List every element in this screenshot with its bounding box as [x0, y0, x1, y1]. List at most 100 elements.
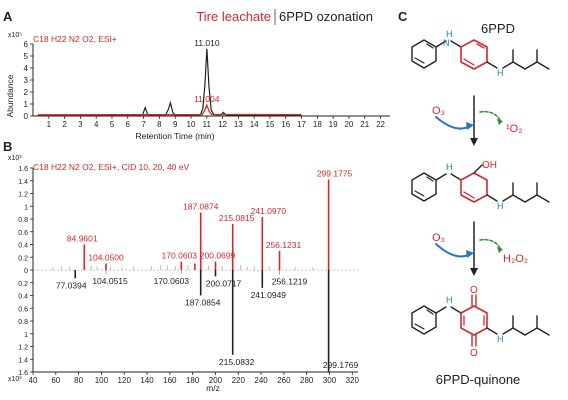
ms-spectrum-chart: x10³ x10³ C18 H22 N2 O2, ESI+, CID 10, 2…	[8, 155, 360, 393]
chromatogram-x-tick-label: 21	[360, 120, 369, 129]
chromatogram-y-tick-label: 1	[24, 100, 29, 109]
spectrum-top-peak-label: 187.0874	[183, 202, 219, 212]
structure-6ppd: H N H	[411, 29, 550, 78]
chromatogram-y-tick-label: 3	[24, 76, 29, 85]
spectrum-y-tick-label: 0.6	[18, 230, 28, 237]
spectrum-y-tick-label: 1.6	[18, 370, 28, 377]
spectrum-x-tick-label: 100	[95, 376, 109, 385]
spectrum-bottom-peak-label: 77.0394	[56, 280, 87, 290]
chromatogram-ylabel: Abundance	[5, 74, 15, 117]
chromatogram-x-tick-label: 18	[313, 120, 322, 129]
spectrum-x-tick-label: 200	[209, 376, 223, 385]
chromatogram-series-line	[37, 103, 302, 116]
spectrum-x-tick-label: 320	[346, 376, 360, 385]
chromatogram-x-tick-label: 9	[173, 120, 178, 129]
atom-o-top: O	[470, 285, 478, 296]
spectrum-y-tick-label: 1.6	[18, 166, 28, 173]
step1-product: ¹O₂	[506, 123, 523, 135]
spectrum-y-tick-label: 1.4	[18, 357, 28, 364]
spectrum-bottom-peak-label: 241.0949	[251, 290, 287, 300]
scheme-label-6ppd: 6PPD	[481, 21, 515, 36]
spectrum-title: C18 H22 N2 O2, ESI+, CID 10, 20, 40 eV	[33, 162, 189, 172]
spectrum-top-peak-label: 84.9601	[67, 234, 98, 244]
figure-title-right: 6PPD ozonation	[279, 9, 373, 24]
chromatogram-x-tick-label: 2	[62, 120, 67, 129]
spectrum-y-tick-label: 0.2	[18, 255, 28, 262]
atom-oh: OH	[482, 160, 497, 171]
chromatogram-title: C18 H22 N2 O2, ESI+	[33, 34, 117, 44]
spectrum-y-tick-label: 0	[24, 268, 28, 275]
panel-letter-c: C	[398, 9, 408, 24]
spectrum-x-tick-label: 240	[254, 376, 268, 385]
spectrum-x-tick-label: 160	[163, 376, 177, 385]
atom-o-bottom: O	[470, 348, 478, 359]
spectrum-bottom-peak-label: 256.1219	[272, 276, 308, 286]
figure-title-left: Tire leachate	[196, 9, 271, 24]
atom-nh-4: H	[497, 201, 504, 211]
chromatogram-x-tick-label: 8	[157, 120, 162, 129]
spectrum-y-tick-label: 1.2	[18, 192, 28, 199]
spectrum-bottom-peak-label: 299.1769	[323, 360, 359, 370]
scheme-label-6ppd-quinone: 6PPD-quinone	[436, 372, 521, 387]
chromatogram-y-tick-label: 5	[24, 52, 29, 61]
chromatogram-x-tick-label: 6	[126, 120, 131, 129]
chromatogram-y-tick-label: 4	[24, 64, 29, 73]
spectrum-y-tick-label: 0.4	[18, 243, 28, 250]
atom-nh-6: H	[497, 334, 504, 344]
spectrum-y-tick-label: 0.8	[18, 319, 28, 326]
chromatogram-peak-label: 11.004	[194, 94, 220, 104]
reaction-arrow-1: O₃ ¹O₂	[432, 95, 523, 146]
spectrum-x-tick-label: 40	[29, 376, 38, 385]
spectrum-x-tick-label: 120	[118, 376, 132, 385]
chromatogram-x-tick-label: 22	[376, 120, 385, 129]
spectrum-bottom-peak-label: 215.0832	[219, 357, 255, 367]
spectrum-top-peak-label: 200.0699	[200, 251, 236, 261]
chromatogram-x-tick-label: 17	[297, 120, 306, 129]
spectrum-y-tick-label: 0.8	[18, 217, 28, 224]
spectrum-bottom-peak-label: 200.0717	[206, 278, 242, 288]
chromatogram-peak-label: 11.010	[194, 38, 220, 48]
spectrum-top-peak-label: 241.0970	[251, 206, 287, 216]
spectrum-x-tick-label: 140	[140, 376, 154, 385]
chromatogram-x-tick-label: 10	[187, 120, 196, 129]
panel-letter-b: B	[3, 139, 12, 154]
spectrum-y-tick-label: 1	[24, 204, 28, 211]
structure-6ppd-quinone: H O O H	[411, 285, 550, 359]
chromatogram-chart: x10⁵ C18 H22 N2 O2, ESI+ Abundance Reten…	[5, 32, 390, 141]
spectrum-y-tick-label: 0.2	[18, 281, 28, 288]
atom-nh-2: H	[497, 68, 504, 78]
step2-product: H₂O₂	[503, 253, 528, 265]
spectrum-x-tick-label: 60	[51, 376, 60, 385]
chromatogram-x-tick-label: 11	[203, 120, 212, 129]
spectrum-x-tick-label: 260	[277, 376, 291, 385]
panel-letter-a: A	[3, 9, 13, 24]
chromatogram-x-tick-label: 1	[47, 120, 52, 129]
spectrum-top-peak-label: 215.0815	[219, 213, 255, 223]
chromatogram-xlabel: Retention Time (min)	[136, 131, 215, 141]
chromatogram-y-tick-label: 2	[24, 88, 29, 97]
chromatogram-x-tick-label: 20	[344, 120, 353, 129]
spectrum-xlabel: m/z	[206, 383, 220, 393]
chromatogram-x-tick-label: 5	[110, 120, 115, 129]
spectrum-top-peak-label: 170.0603	[162, 251, 198, 261]
spectrum-y-tick-label: 0.6	[18, 306, 28, 313]
spectrum-yscale-label-top: x10³	[8, 155, 22, 162]
atom-n-1: N	[443, 38, 450, 48]
reaction-scheme: 6PPD H N H	[411, 21, 550, 387]
spectrum-bottom-peak-label: 104.0515	[92, 276, 128, 286]
chromatogram-x-tick-label: 19	[329, 120, 338, 129]
spectrum-y-tick-label: 1.4	[18, 179, 28, 186]
structure-intermediate: H OH H	[411, 160, 550, 211]
chromatogram-x-tick-label: 7	[141, 120, 146, 129]
atom-nh-3: H	[446, 162, 453, 172]
atom-nh-5: H	[446, 295, 453, 305]
chromatogram-x-tick-label: 12	[218, 120, 227, 129]
spectrum-x-tick-label: 220	[232, 376, 246, 385]
spectrum-top-peak-label: 104.0500	[88, 253, 124, 263]
chromatogram-x-tick-label: 14	[250, 120, 259, 129]
spectrum-x-tick-label: 180	[186, 376, 200, 385]
spectrum-bottom-peak-label: 170.0603	[154, 276, 190, 286]
chromatogram-x-tick-label: 3	[78, 120, 83, 129]
chromatogram-series-line	[37, 48, 302, 117]
